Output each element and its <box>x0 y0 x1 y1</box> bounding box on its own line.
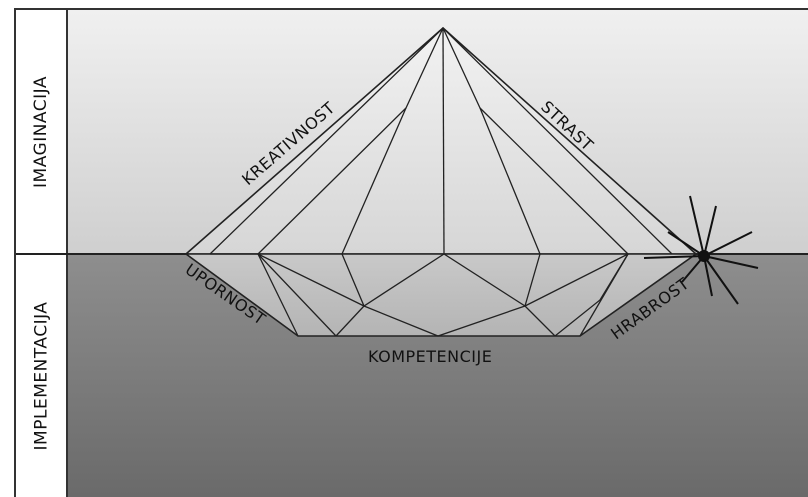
imaginacija-label: IMAGINACIJA <box>31 76 51 188</box>
implementacija-label: IMPLEMENTACIJA <box>31 302 51 451</box>
label-kompetencije: KOMPETENCIJE <box>368 347 492 366</box>
implementacija-section-label: IMPLEMENTACIJA <box>16 256 66 496</box>
imaginacija-section-label: IMAGINACIJA <box>16 10 66 254</box>
